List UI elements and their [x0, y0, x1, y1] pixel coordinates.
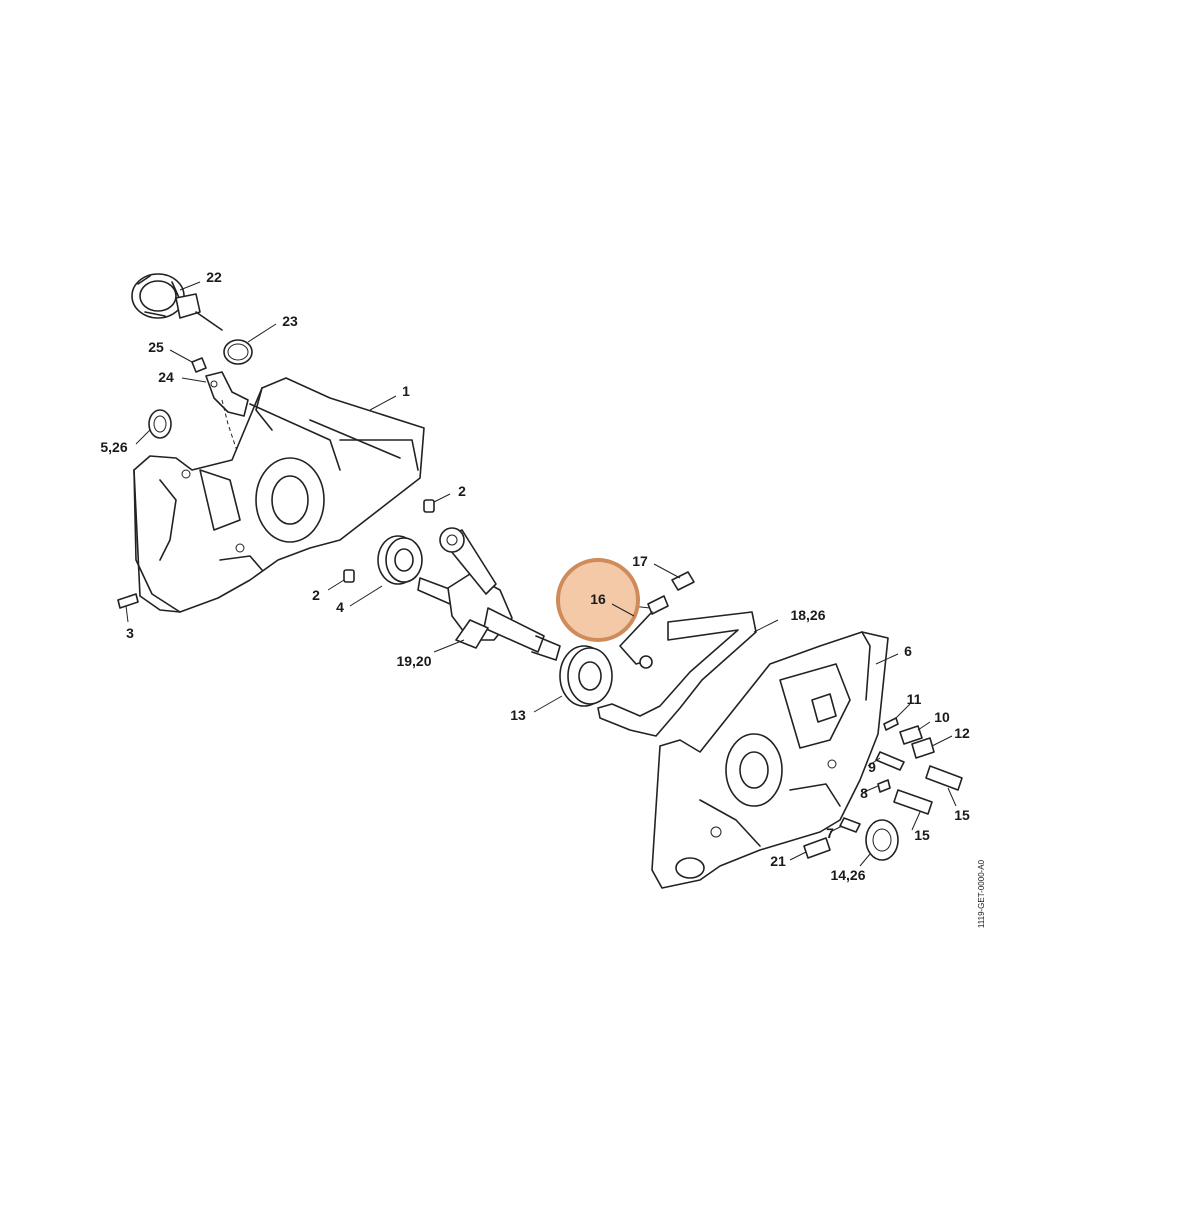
part-11-pin[interactable] — [883, 717, 899, 731]
part-10-stud[interactable] — [899, 725, 923, 745]
callout-15-lower: 15 — [914, 827, 930, 843]
part-18-26-gasket[interactable] — [597, 611, 757, 737]
callout-16-label: 16 — [590, 591, 606, 607]
leader-lines — [125, 281, 957, 867]
part-21-screw[interactable] — [803, 837, 831, 859]
callout-6: 6 — [904, 643, 912, 659]
highlight-callout-16[interactable]: 16 — [556, 558, 640, 642]
callout-4: 4 — [336, 599, 344, 615]
callout-23: 23 — [282, 313, 298, 329]
callout-11: 11 — [907, 691, 922, 707]
part-15-collar-stud-upper[interactable] — [925, 765, 963, 791]
part-25-screw[interactable] — [191, 357, 207, 373]
part-24-bracket[interactable] — [205, 371, 263, 491]
part-4-ball-bearing[interactable] — [377, 535, 423, 585]
part-14-26-oil-seal[interactable] — [865, 819, 899, 861]
callout-15-upper: 15 — [954, 807, 970, 823]
part-5-26-oil-seal[interactable] — [148, 409, 172, 439]
part-22-cap[interactable] — [131, 273, 223, 331]
callout-13: 13 — [510, 707, 526, 723]
part-12-sleeve[interactable] — [911, 737, 935, 759]
callout-14-26: 14,26 — [830, 867, 865, 883]
drawing-code: 1119-GET-0000-A0 — [977, 859, 986, 928]
part-19-20-crankshaft[interactable] — [417, 527, 561, 661]
part-16-impulse-hose[interactable] — [619, 595, 669, 669]
callout-24: 24 — [158, 369, 174, 385]
callout-1: 1 — [402, 383, 410, 399]
part-9-stud[interactable] — [875, 751, 905, 771]
part-8-pin[interactable] — [877, 779, 891, 793]
callout-22: 22 — [206, 269, 222, 285]
callout-2-upper: 2 — [458, 483, 466, 499]
callout-10: 10 — [934, 709, 950, 725]
callout-8: 8 — [860, 785, 868, 801]
part-7-stud[interactable] — [839, 817, 861, 833]
part-17-nipple[interactable] — [671, 571, 695, 591]
part-13-ball-bearing[interactable] — [559, 645, 613, 707]
part-23-o-ring[interactable] — [223, 339, 253, 365]
part-1-crankcase-left[interactable] — [133, 377, 425, 613]
callout-25: 25 — [148, 339, 164, 355]
callout-2-lower: 2 — [312, 587, 320, 603]
callout-18-26: 18,26 — [790, 607, 825, 623]
callout-12: 12 — [954, 725, 970, 741]
part-3-bolt[interactable] — [117, 593, 139, 609]
callout-19-20: 19,20 — [396, 653, 431, 669]
callout-3: 3 — [126, 625, 134, 641]
part-2-dowel-pin-lower[interactable] — [343, 569, 355, 583]
callout-21: 21 — [770, 853, 786, 869]
callout-7: 7 — [826, 825, 834, 841]
part-15-collar-stud-lower[interactable] — [893, 789, 933, 815]
part-6-crankcase-right[interactable] — [651, 631, 889, 889]
callout-9: 9 — [868, 759, 876, 775]
part-2-dowel-pin-upper[interactable] — [423, 499, 435, 513]
callout-5-26: 5,26 — [100, 439, 127, 455]
callout-17: 17 — [632, 553, 648, 569]
callout-labels: 22 23 25 24 1 5,26 2 2 4 3 19,20 13 17 1… — [100, 269, 970, 883]
